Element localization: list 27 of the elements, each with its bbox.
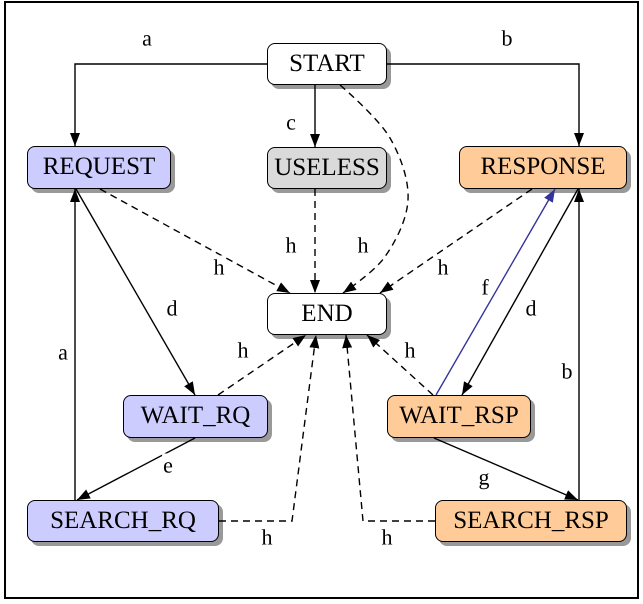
dashed-arrow bbox=[218, 334, 306, 396]
dashed-arrow bbox=[380, 188, 532, 294]
dashed-arrow bbox=[366, 334, 434, 396]
arrow bbox=[310, 85, 320, 147]
state-name: WAIT_RQ bbox=[140, 403, 250, 430]
dashed-arrow bbox=[310, 189, 320, 293]
state-name: SEARCH_RQ bbox=[50, 508, 196, 534]
arrow bbox=[70, 63, 267, 146]
dashed-arrow bbox=[342, 334, 435, 522]
state-name: USELESS bbox=[274, 154, 380, 182]
arrow bbox=[461, 188, 579, 396]
state-name: SEARCH_RSP bbox=[453, 508, 609, 534]
dashed-arrow bbox=[219, 334, 320, 522]
state-name: START bbox=[289, 50, 365, 78]
arrow bbox=[434, 437, 578, 501]
state-name: END bbox=[301, 300, 353, 328]
state-name: RESPONSE bbox=[480, 154, 606, 181]
arrow bbox=[435, 188, 556, 396]
dashed-arrow bbox=[340, 84, 409, 294]
arrow bbox=[76, 437, 196, 501]
arrow bbox=[70, 189, 80, 500]
state-name: WAIT_RSP bbox=[399, 403, 519, 430]
arrow bbox=[75, 188, 196, 396]
state-name: REQUEST bbox=[42, 154, 156, 181]
arrow bbox=[387, 63, 584, 146]
dashed-arrow bbox=[100, 188, 290, 294]
arrow bbox=[574, 189, 584, 500]
